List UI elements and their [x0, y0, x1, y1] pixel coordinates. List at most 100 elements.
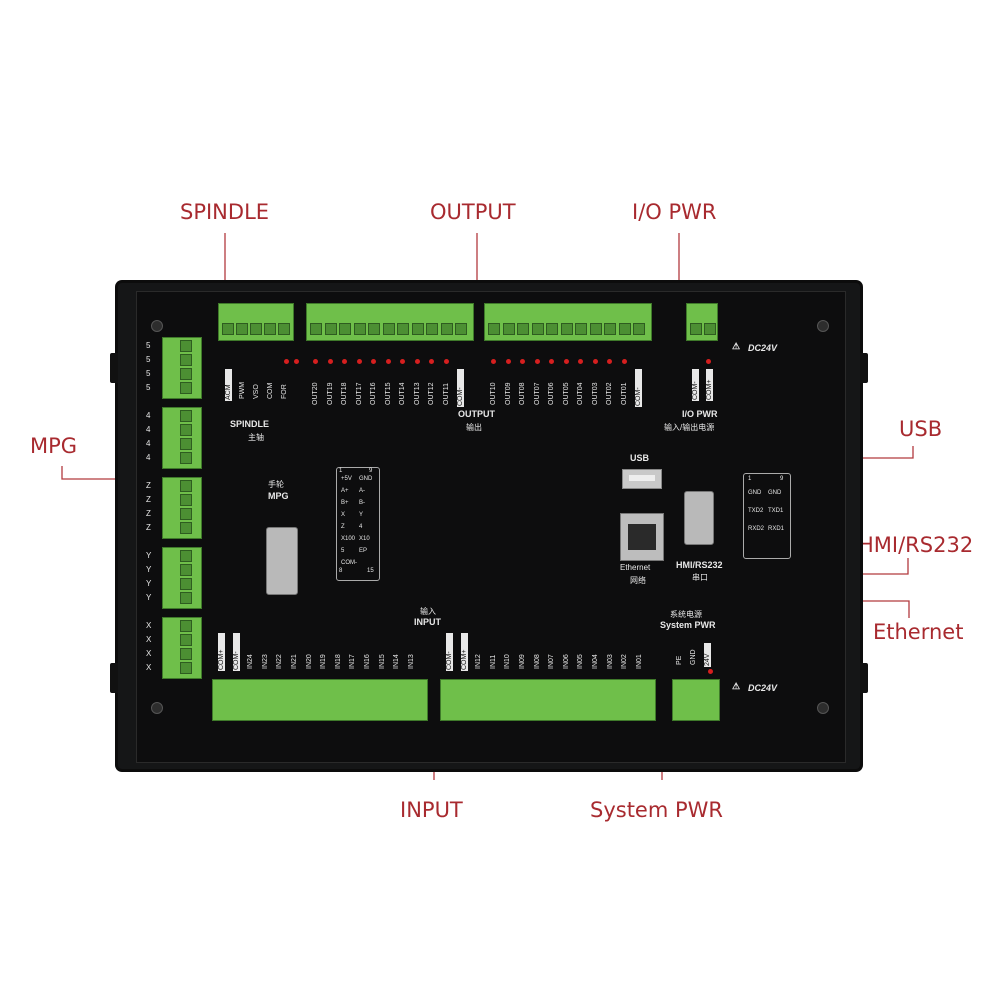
axis-pin-label: 5 [146, 383, 151, 392]
ethernet-port[interactable] [620, 513, 664, 561]
output-pin-label: OUT08 [519, 382, 526, 405]
terminal-screw [180, 648, 192, 660]
output-terminal-block-right[interactable] [484, 303, 652, 341]
axis-pin-label: 5 [146, 369, 151, 378]
status-led [549, 359, 554, 364]
status-led [505, 359, 511, 364]
spindle-pin-label: ACM [225, 369, 232, 401]
terminal-screw [397, 323, 409, 335]
callout-io-pwr: I/O PWR [632, 200, 717, 224]
terminal-screw [618, 323, 631, 335]
output-pin-label: OUT09 [504, 382, 512, 405]
axis-pin-label: X [146, 649, 152, 658]
output-pin-label: OUT07 [533, 382, 541, 405]
ethernet-label: Ethernet [620, 563, 651, 572]
output-pin-label: OUT16 [370, 382, 377, 405]
output-pin-label: OUT17 [355, 382, 363, 405]
input-pin-label: COM- [446, 633, 453, 671]
mpg-pinout-label: B- [359, 500, 365, 506]
status-led [429, 359, 434, 364]
status-led [706, 359, 711, 364]
output-pin-label: OUT06 [548, 382, 555, 405]
terminal-screw [382, 323, 395, 335]
spindle-pin-label: PWM [239, 381, 246, 399]
system-pwr-terminal-block[interactable] [672, 679, 720, 721]
input-pin-label: IN19 [320, 654, 328, 669]
status-led [294, 359, 299, 364]
axis-pin-label: X [146, 635, 152, 644]
mpg-pinout-number: 1 [339, 468, 343, 474]
terminal-screw [517, 323, 529, 335]
output-pin-label: COM- [635, 369, 642, 407]
screw-icon [151, 702, 163, 714]
spindle-terminal-block[interactable] [218, 303, 294, 341]
callout-system-pwr: System PWR [590, 798, 724, 822]
axis-pin-label: 4 [146, 453, 151, 462]
output-pin-label: OUT03 [591, 382, 599, 405]
status-led [621, 359, 627, 364]
output-label-cn: 输出 [466, 423, 482, 432]
hmi-db9-connector[interactable] [684, 491, 714, 545]
axis-pin-label: Y [146, 593, 152, 602]
mpg-pinout-label: EP [359, 548, 368, 554]
rs232-pinout-label: GND [768, 490, 782, 496]
usb-port[interactable] [622, 469, 662, 489]
screw-icon [817, 320, 829, 332]
input-pin-label: IN10 [504, 654, 512, 669]
input-terminal-block-left[interactable] [212, 679, 428, 721]
input-label: INPUT [414, 617, 441, 627]
status-led [371, 359, 376, 364]
terminal-screw [180, 354, 192, 366]
input-pin-label: IN04 [592, 654, 599, 669]
output-pin-label: OUT05 [562, 382, 570, 405]
mpg-db15-connector[interactable] [266, 527, 298, 595]
terminal-screw [180, 634, 192, 646]
input-terminal-block-right[interactable] [440, 679, 656, 721]
rs232-pinout-label: RXD2 [748, 526, 765, 532]
ethernet-label-cn: 网络 [630, 576, 646, 585]
axis-pin-label: X [146, 621, 152, 630]
status-led [563, 359, 569, 364]
terminal-screw [455, 323, 467, 335]
io-pwr-terminal-block[interactable] [686, 303, 718, 341]
input-label-cn: 输入 [420, 607, 436, 616]
screw-icon [151, 320, 163, 332]
status-led [313, 359, 318, 364]
output-pin-label: OUT11 [442, 382, 450, 405]
axis-pin-label: Z [146, 523, 151, 532]
terminal-screw [264, 323, 276, 335]
system-pwr-pin-label: 24V [704, 643, 711, 667]
terminal-screw [633, 323, 645, 335]
output-terminal-block-left[interactable] [306, 303, 474, 341]
mpg-pinout-label: Z [341, 524, 345, 530]
output-pin-label: OUT04 [577, 382, 584, 405]
terminal-screw [353, 323, 366, 335]
input-pin-label: IN07 [548, 654, 556, 669]
mpg-pinout-number: 9 [369, 468, 373, 474]
mpg-pinout-label: Y [359, 512, 364, 518]
axis-pin-label: Z [146, 495, 151, 504]
io-pwr-label: I/O PWR [682, 409, 718, 419]
usb-label: USB [630, 453, 650, 463]
system-pwr-label: System PWR [660, 620, 716, 630]
terminal-screw [180, 438, 192, 450]
terminal-screw [236, 323, 248, 335]
status-led [327, 359, 333, 364]
rs232-pinout-label: GND [748, 490, 762, 496]
input-pin-label: IN13 [407, 654, 415, 669]
io-pin-label: COM+ [706, 369, 713, 401]
status-led [578, 359, 583, 364]
mount-tab [860, 353, 868, 383]
status-led [443, 359, 449, 364]
terminal-screw [180, 494, 192, 506]
output-pin-label: OUT20 [312, 382, 319, 405]
callout-usb: USB [899, 417, 943, 441]
axis-pin-label: 4 [146, 439, 151, 448]
callout-ethernet: Ethernet [873, 620, 964, 644]
mount-tab [860, 663, 868, 693]
status-led [385, 359, 391, 364]
output-pin-label: COM- [457, 369, 464, 407]
mount-tab [110, 353, 118, 383]
